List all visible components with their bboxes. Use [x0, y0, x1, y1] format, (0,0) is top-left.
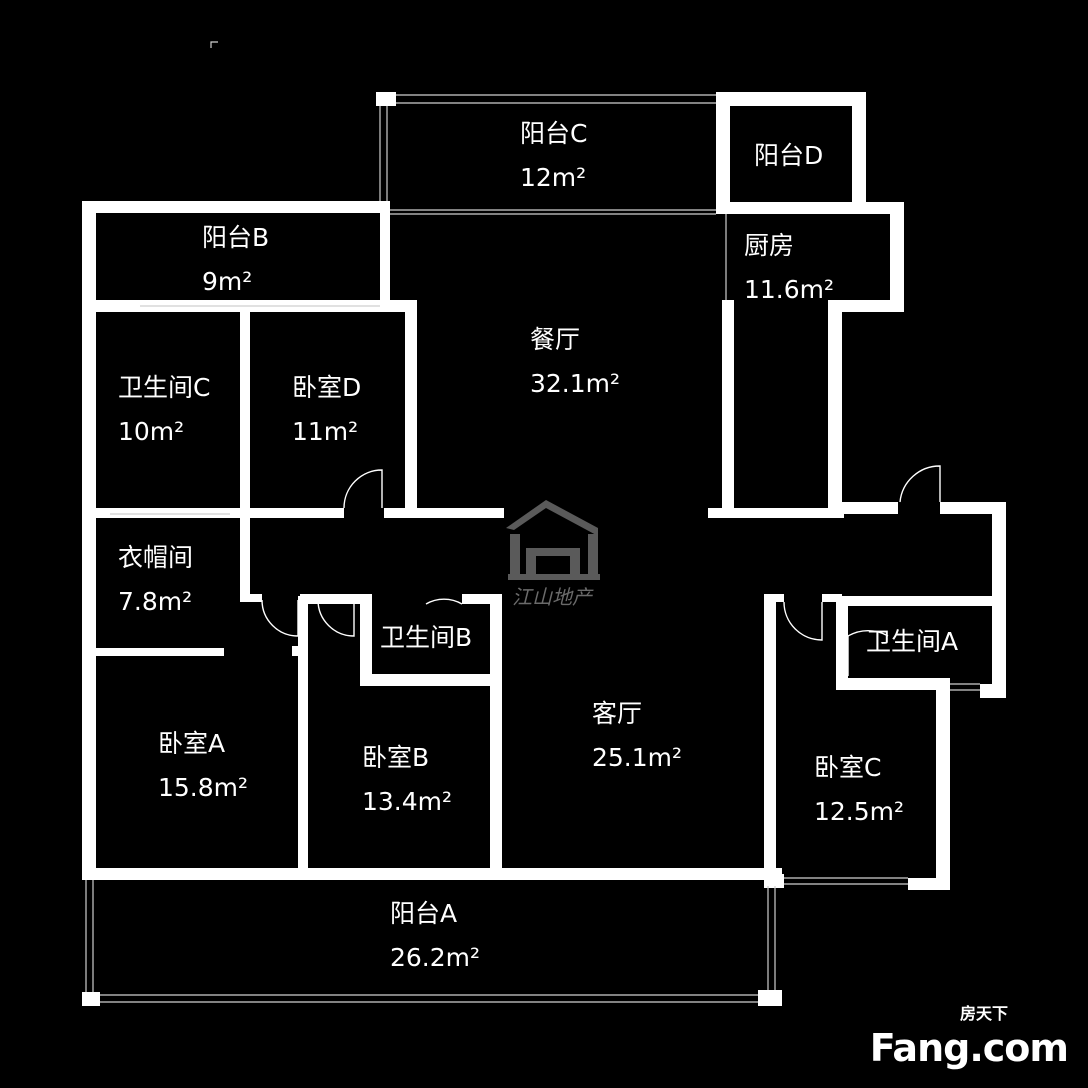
room-area-bedroom-b: 13.4m²: [362, 787, 452, 816]
walls: [82, 92, 1006, 1006]
brand-logo: 房天下 Fang.com: [870, 1000, 1069, 1070]
room-name-living: 客厅: [592, 699, 642, 728]
room-area-balcony-b: 9m²: [202, 267, 252, 296]
room-area-bedroom-d: 11m²: [292, 417, 358, 446]
room-area-balcony-c: 12m²: [520, 163, 586, 192]
room-name-bedroom-d: 卧室D: [292, 373, 361, 402]
room-area-bath-c: 10m²: [118, 417, 184, 446]
room-area-bedroom-a: 15.8m²: [158, 773, 248, 802]
room-name-dining: 餐厅: [530, 325, 580, 354]
room-name-bedroom-a: 卧室A: [158, 729, 225, 758]
room-area-balcony-a: 26.2m²: [390, 943, 480, 972]
room-name-bedroom-c: 卧室C: [814, 753, 881, 782]
watermark-logo: [506, 500, 600, 580]
windows: [85, 41, 980, 1003]
room-name-bedroom-b: 卧室B: [362, 743, 429, 772]
room-area-dining: 32.1m²: [530, 369, 620, 398]
doors: [261, 465, 941, 676]
room-name-balcony-d: 阳台D: [754, 141, 823, 170]
room-name-balcony-a: 阳台A: [390, 899, 457, 928]
room-name-balcony-b: 阳台B: [202, 223, 269, 252]
room-area-cloakroom: 7.8m²: [118, 587, 192, 616]
room-area-living: 25.1m²: [592, 743, 682, 772]
room-labels: 阳台C 12m² 阳台D 阳台B 9m² 厨房 11.6m² 餐厅 32.1m²…: [118, 119, 958, 972]
room-area-bedroom-c: 12.5m²: [814, 797, 904, 826]
room-area-kitchen: 11.6m²: [744, 275, 834, 304]
brand-en-text: Fang.com: [869, 1026, 1069, 1070]
brand-cn-text: 房天下: [959, 1004, 1008, 1023]
watermark-text: 江山地产: [512, 585, 594, 609]
room-name-bath-c: 卫生间C: [118, 373, 210, 402]
room-name-kitchen: 厨房: [744, 231, 794, 260]
room-name-bath-a: 卫生间A: [866, 627, 958, 656]
room-name-balcony-c: 阳台C: [520, 119, 587, 148]
room-name-bath-b: 卫生间B: [380, 623, 472, 652]
room-name-cloakroom: 衣帽间: [118, 543, 193, 572]
